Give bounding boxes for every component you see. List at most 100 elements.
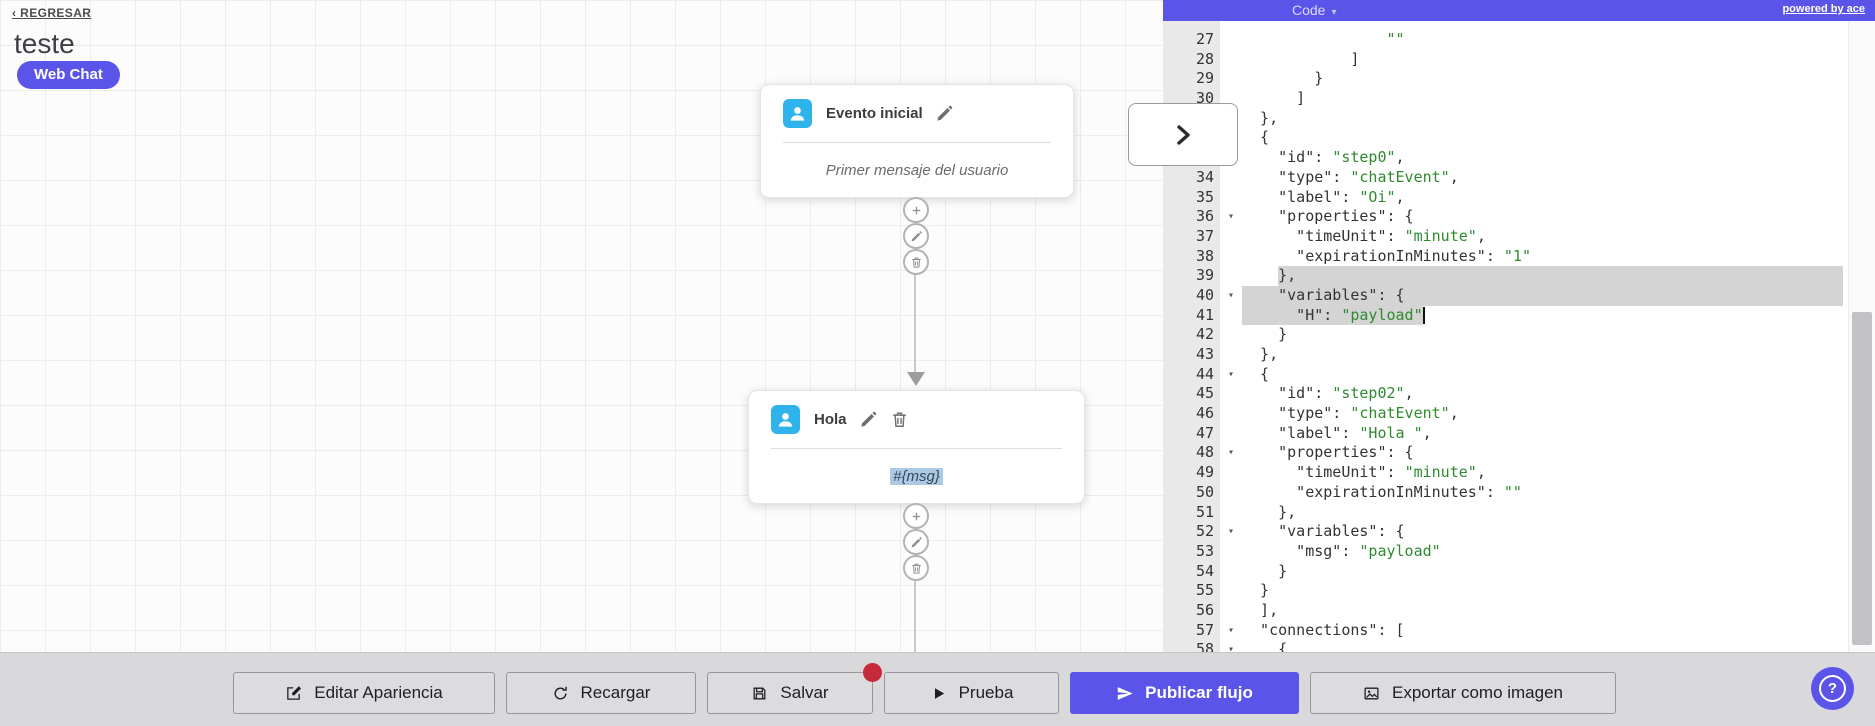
line-number[interactable]: 55 (1195, 581, 1214, 600)
code-line[interactable]: 50 "expirationInMinutes": "" (1163, 483, 1843, 503)
code-line[interactable]: 43 }, (1163, 345, 1843, 365)
code-line[interactable]: 45 "id": "step02", (1163, 384, 1843, 404)
flow-node-evento-inicial[interactable]: Evento inicial Primer mensaje del usuari… (760, 84, 1074, 198)
line-number[interactable]: 38 (1195, 246, 1214, 265)
add-step-button[interactable] (903, 197, 929, 223)
back-link[interactable]: ‹ REGRESAR (12, 6, 92, 20)
line-number[interactable]: 42 (1195, 325, 1214, 344)
salvar-button[interactable]: Salvar (707, 663, 882, 714)
line-number[interactable]: 51 (1195, 502, 1214, 521)
line-number[interactable]: 40 (1195, 285, 1214, 304)
edit-node-button[interactable] (859, 410, 878, 429)
flow-node-hola[interactable]: Hola #{msg} (748, 390, 1085, 504)
code-line[interactable]: 29 } (1163, 69, 1843, 89)
code-line[interactable]: 41 "H": "payload" (1163, 305, 1843, 326)
line-number[interactable]: 39 (1195, 266, 1214, 285)
edit-step-button[interactable] (903, 223, 929, 249)
collapse-panel-button[interactable] (1128, 103, 1238, 166)
delete-step-button[interactable] (903, 249, 929, 275)
code-line[interactable]: 54 } (1163, 562, 1843, 582)
fold-toggle[interactable]: ▾ (1227, 211, 1235, 223)
code-line[interactable]: 55 } (1163, 581, 1843, 601)
exportar-como-imagen-button[interactable]: Exportar como imagen (1310, 672, 1616, 714)
code-line[interactable]: 35 "label": "Oi", (1163, 188, 1843, 208)
code-line[interactable]: 39 }, (1163, 266, 1843, 286)
code-line[interactable]: 51 }, (1163, 503, 1843, 523)
code-line[interactable]: 32▾ { (1163, 128, 1843, 148)
code-editor[interactable]: 27 ""28 ]29 }30 ]31 },32▾ {33 "id": "ste… (1163, 21, 1843, 652)
line-number[interactable]: 27 (1195, 30, 1214, 48)
line-number[interactable]: 29 (1195, 69, 1214, 88)
line-number[interactable]: 58 (1195, 640, 1214, 652)
add-step-button[interactable] (903, 503, 929, 529)
line-number[interactable]: 56 (1195, 600, 1214, 619)
code-line[interactable]: 34 "type": "chatEvent", (1163, 168, 1843, 188)
publicar-flujo-button[interactable]: Publicar flujo (1070, 672, 1299, 714)
line-number[interactable]: 49 (1195, 463, 1214, 482)
fold-toggle[interactable]: ▾ (1227, 644, 1235, 652)
code-line[interactable]: 47 "label": "Hola ", (1163, 424, 1843, 444)
line-number[interactable]: 57 (1195, 620, 1214, 639)
code-line[interactable]: 36▾ "properties": { (1163, 207, 1843, 227)
code-line[interactable]: 31 }, (1163, 109, 1843, 129)
save-icon (751, 685, 768, 702)
code-line[interactable]: 58 ▾ { (1163, 640, 1843, 652)
editor-scrollbar-track[interactable] (1848, 21, 1875, 652)
edit-node-button[interactable] (935, 104, 954, 123)
code-line[interactable]: 49 "timeUnit": "minute", (1163, 463, 1843, 483)
line-number[interactable]: 28 (1195, 49, 1214, 68)
code-line[interactable]: 52▾ "variables": { (1163, 522, 1843, 542)
line-number[interactable]: 44 (1195, 364, 1214, 383)
code-text: { (1242, 364, 1270, 383)
line-number[interactable]: 34 (1195, 167, 1214, 186)
fold-toggle[interactable]: ▾ (1227, 447, 1235, 459)
delete-step-button[interactable] (903, 555, 929, 581)
code-mode-dropdown[interactable]: Code▾ (1292, 2, 1337, 18)
code-line[interactable]: 27 "" (1163, 30, 1843, 50)
code-line[interactable]: 42 } (1163, 325, 1843, 345)
line-number[interactable]: 30 (1195, 89, 1214, 108)
edit-step-button[interactable] (903, 529, 929, 555)
line-number[interactable]: 45 (1195, 384, 1214, 403)
code-line[interactable]: 37 "timeUnit": "minute", (1163, 227, 1843, 247)
fold-gutter (1220, 503, 1242, 523)
code-line[interactable]: 44 ▾ { (1163, 365, 1843, 385)
code-line[interactable]: 38 "expirationInMinutes": "1" (1163, 247, 1843, 267)
editor-scrollbar-thumb[interactable] (1852, 312, 1872, 645)
code-text: { (1242, 640, 1288, 652)
code-line[interactable]: 48▾ "properties": { (1163, 443, 1843, 463)
fold-toggle[interactable]: ▾ (1227, 526, 1235, 538)
fold-gutter (1220, 463, 1242, 483)
code-line[interactable]: 46 "type": "chatEvent", (1163, 404, 1843, 424)
line-number[interactable]: 52 (1195, 522, 1214, 541)
fold-toggle[interactable]: ▾ (1227, 368, 1235, 380)
code-line[interactable]: 57▾ "connections": [ (1163, 621, 1843, 641)
code-line[interactable]: 28 ] (1163, 50, 1843, 70)
fold-gutter (1220, 601, 1242, 621)
line-number[interactable]: 37 (1195, 226, 1214, 245)
line-number[interactable]: 48 (1195, 443, 1214, 462)
line-number[interactable]: 50 (1195, 482, 1214, 501)
line-number[interactable]: 53 (1195, 541, 1214, 560)
powered-by-ace-link[interactable]: powered by ace (1782, 3, 1865, 15)
line-number[interactable]: 47 (1195, 423, 1214, 442)
code-line[interactable]: 30 ] (1163, 89, 1843, 109)
recargar-button[interactable]: Recargar (506, 672, 696, 714)
line-number[interactable]: 43 (1195, 345, 1214, 363)
line-number[interactable]: 54 (1195, 561, 1214, 580)
fold-toggle[interactable]: ▾ (1227, 289, 1235, 301)
prueba-button[interactable]: Prueba (884, 672, 1059, 714)
code-line[interactable]: 53 "msg": "payload" (1163, 542, 1843, 562)
line-number[interactable]: 35 (1195, 187, 1214, 206)
delete-node-button[interactable] (890, 410, 909, 429)
editar-apariencia-button[interactable]: Editar Apariencia (233, 672, 495, 714)
code-line[interactable]: 40▾ "variables": { (1163, 285, 1843, 306)
line-number[interactable]: 36 (1195, 207, 1214, 226)
line-number[interactable]: 41 (1195, 305, 1214, 324)
code-line[interactable]: 56 ], (1163, 601, 1843, 621)
line-number[interactable]: 46 (1195, 404, 1214, 423)
code-line[interactable]: 33 "id": "step0", (1163, 148, 1843, 168)
connector-actions (903, 197, 929, 275)
help-button[interactable]: ? (1811, 667, 1854, 710)
fold-toggle[interactable]: ▾ (1227, 624, 1235, 636)
